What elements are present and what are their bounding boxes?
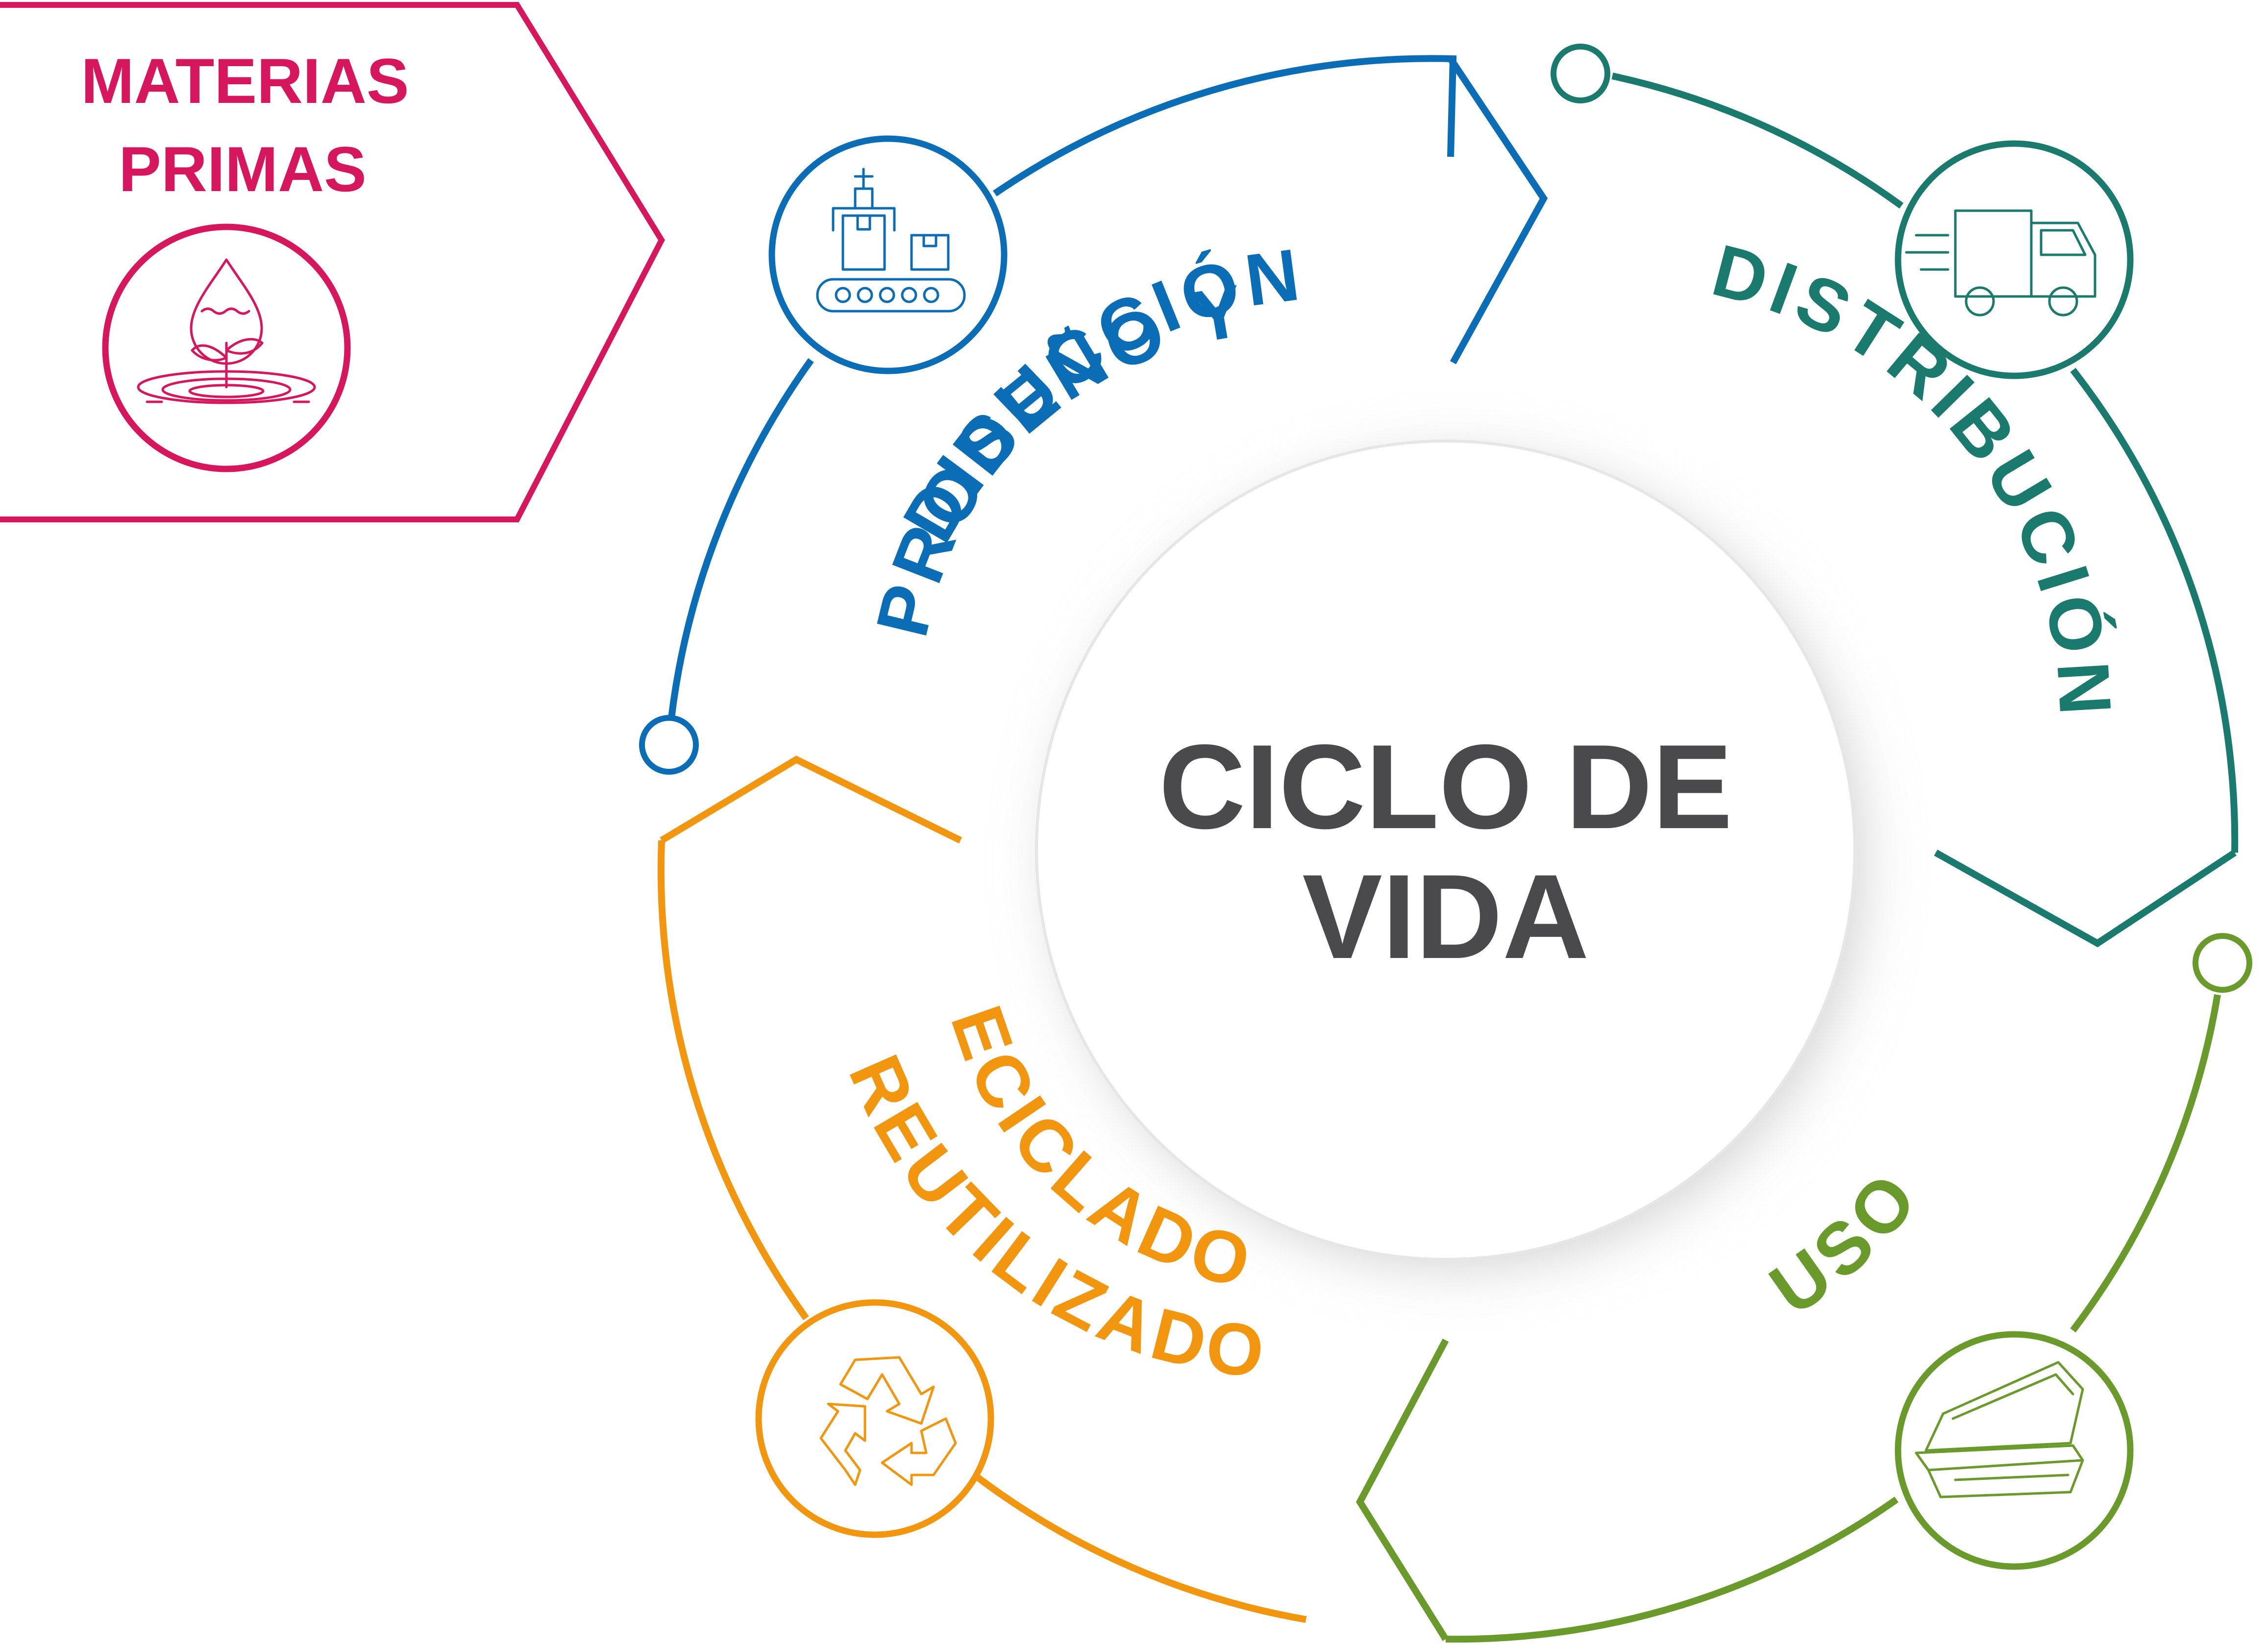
conveyor-factory-icon (768, 135, 1008, 374)
center-title-line1: CICLO DE (1159, 719, 1733, 854)
uso-start-node (2193, 933, 2252, 993)
uso-label: USO (1755, 1154, 1936, 1331)
materias-primas-block: MATERIAS PRIMAS (0, 2, 665, 522)
recycle-icon (755, 1299, 994, 1538)
diseno-ring-segment (639, 55, 1548, 775)
materias-primas-arrow (0, 2, 665, 522)
materias-primas-title-line1: MATERIAS (81, 45, 409, 117)
reciclado-ring-segment (657, 756, 1307, 1623)
diseno-start-node (639, 715, 699, 775)
distribucion-ring-segment (1551, 44, 2239, 948)
distribucion-start-node (1551, 44, 1610, 103)
food-container-icon (1895, 1331, 2134, 1570)
uso-ring-segment (1356, 933, 2252, 1643)
delivery-truck-icon (1895, 140, 2134, 379)
materias-primas-title-line2: PRIMAS (119, 133, 367, 205)
water-drop-sprout-icon (102, 223, 351, 472)
svg-text:USO: USO (1755, 1154, 1936, 1331)
center-circle: CICLO DE VIDA (1035, 440, 1860, 1264)
center-title-line2: VIDA (1302, 849, 1589, 983)
